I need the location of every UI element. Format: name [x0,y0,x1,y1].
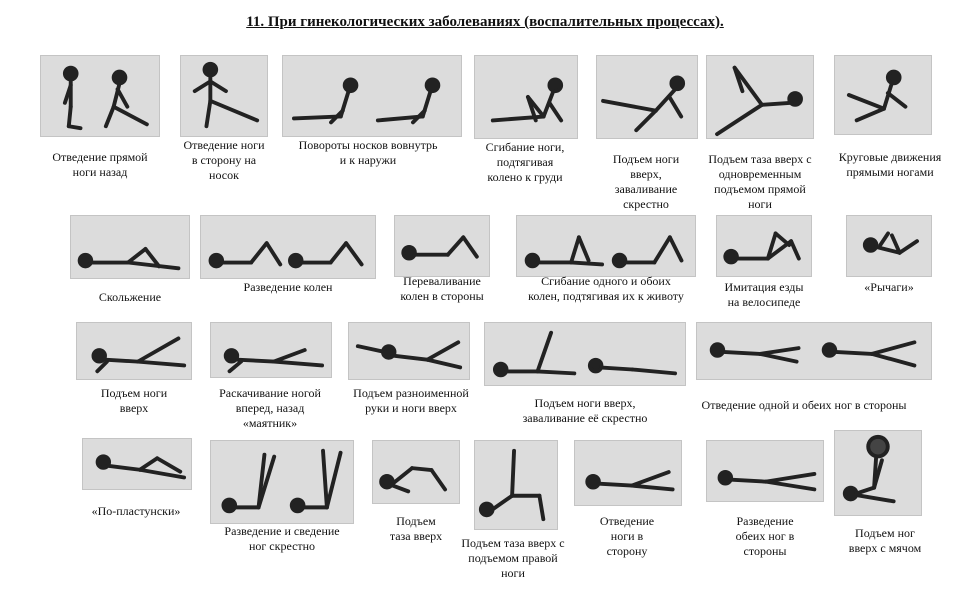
exercise-illustration [574,440,682,506]
page-title: 11. При гинекологических заболеваниях (в… [246,14,724,30]
exercise-illustration [282,55,462,137]
exercise-caption: Переваливание колен в стороны [400,274,484,303]
exercise-caption: Подъем таза вверх с одновременным подъем… [708,152,812,211]
exercise-illustration [696,322,932,380]
exercise-illustration [70,215,190,279]
exercise-illustration [40,55,160,137]
exercise-caption: Раскачивание ногой вперед, назад «маятни… [219,386,321,430]
exercise-illustration [474,55,578,139]
exercise-caption: Подъем таза вверх с подъемом правой ноги [461,536,565,580]
exercise-caption: Подъем ноги вверх, заваливание её скрест… [522,396,648,425]
exercise-caption: Отведение прямой ноги назад [52,150,148,179]
exercise-caption: Отведение одной и обеих ног в стороны [701,398,907,412]
exercise-illustration [474,440,558,530]
exercise-caption: Разведение обеих ног в стороны [735,514,795,558]
exercise-caption: «Рычаги» [864,280,914,294]
exercise-caption: Отведение ноги в сторону на носок [183,138,265,182]
exercise-illustration [180,55,268,137]
exercise-illustration [596,55,698,139]
exercise-caption: Разведение колен [243,280,333,294]
exercise-caption: Отведение ноги в сторону [599,514,655,558]
exercise-caption: Подъем ноги вверх [100,386,168,415]
exercise-illustration [394,215,490,277]
exercise-illustration [484,322,686,386]
exercise-caption: Скольжение [98,290,162,304]
exercise-illustration [516,215,696,277]
exercise-caption: Сгибание одного и обоих колен, подтягива… [528,274,684,303]
exercise-illustration [200,215,376,279]
exercise-caption: «По-пластунски» [91,504,181,518]
exercise-illustration [82,438,192,490]
exercise-illustration [210,440,354,524]
exercise-illustration [348,322,470,380]
exercise-caption: Имитация езды на велосипеде [724,280,804,309]
exercise-illustration [706,55,814,139]
exercise-illustration [834,430,922,516]
exercise-caption: Повороты носков вовнутрь и к наружи [298,138,438,167]
exercise-caption: Сгибание ноги, подтягивая колено к груди [485,140,565,184]
exercise-caption: Подъем ног вверх с мячом [848,526,922,555]
exercise-caption: Разведение и сведение ног скрестно [224,524,340,553]
exercise-illustration [76,322,192,380]
exercise-caption: Круговые движения прямыми ногами [838,150,942,179]
exercise-illustration [716,215,812,277]
exercise-caption: Подъем таза вверх [389,514,443,543]
exercise-caption: Подъем ноги вверх, заваливание скрестно [612,152,680,211]
exercise-illustration [372,440,460,504]
exercise-illustration [834,55,932,135]
exercise-illustration [846,215,932,277]
exercise-illustration [706,440,824,502]
exercise-caption: Подъем разноименной руки и ноги вверх [353,386,469,415]
exercise-illustration [210,322,332,378]
